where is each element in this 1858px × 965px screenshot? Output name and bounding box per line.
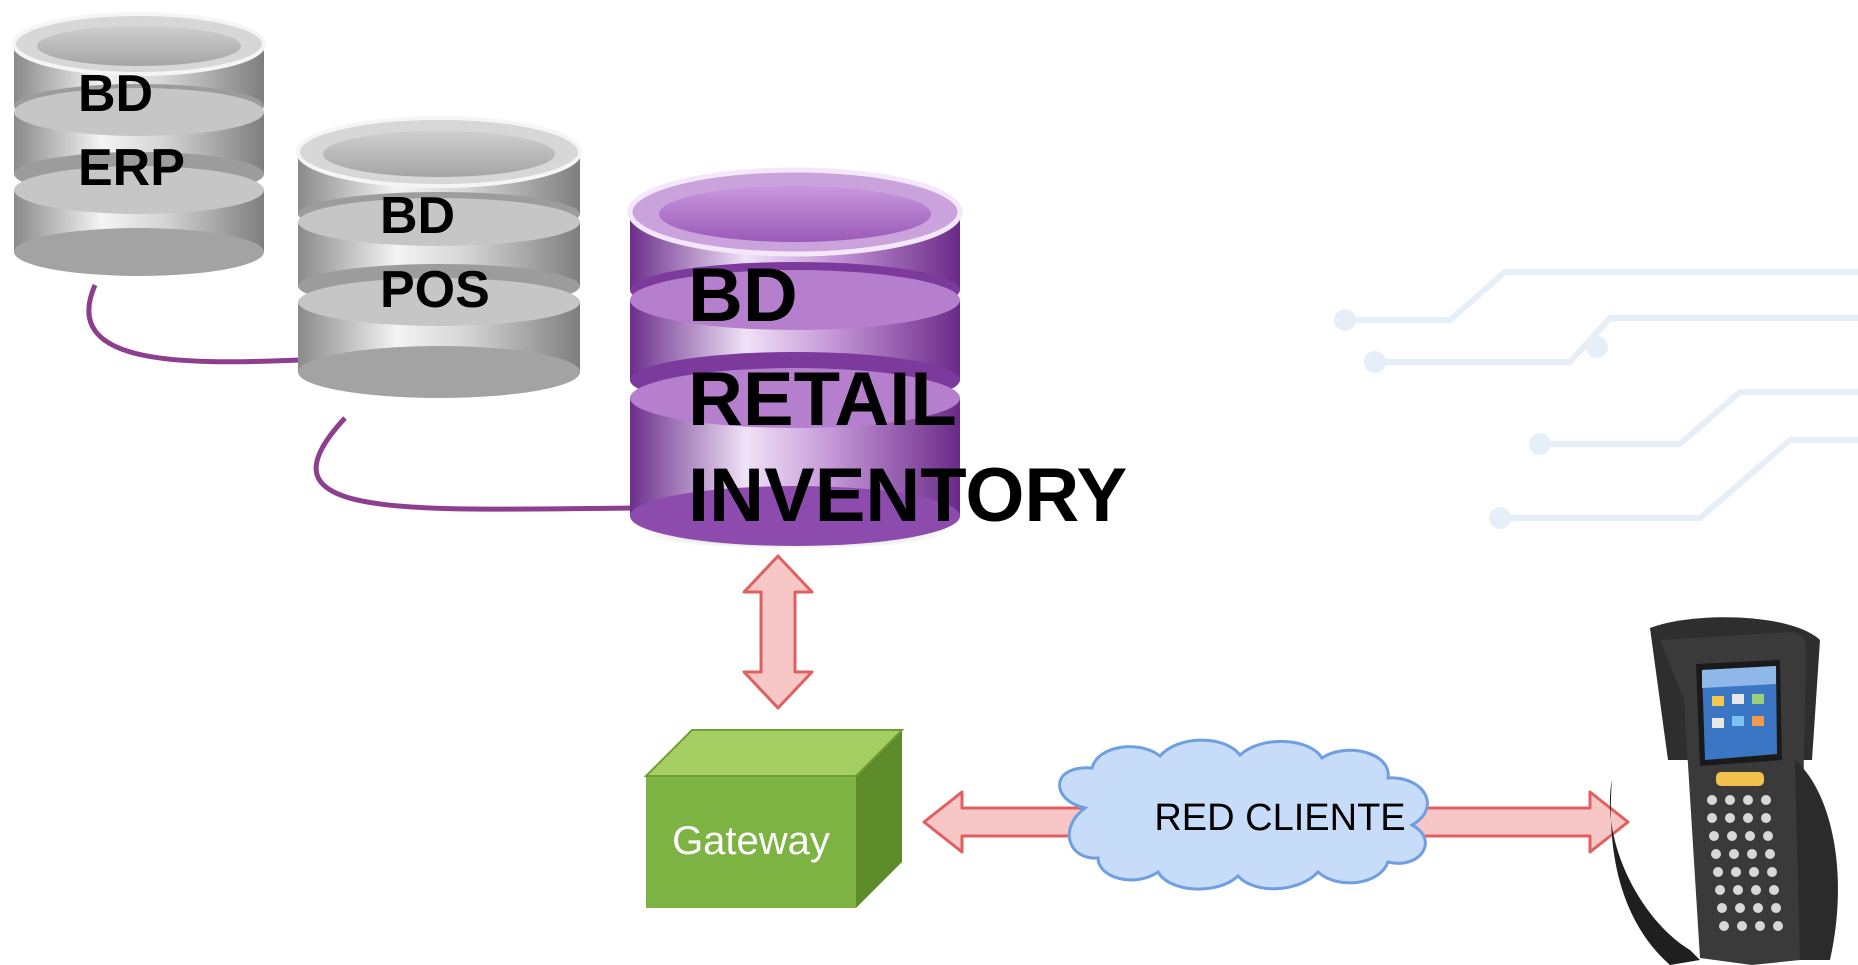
db-retail-label-line1: BD xyxy=(688,253,798,338)
circuit-decoration xyxy=(1334,269,1858,529)
db-erp-label-line2: ERP xyxy=(78,139,185,197)
db-erp-label-line1: BD xyxy=(78,65,154,123)
db-pos-label-line2: POS xyxy=(380,261,490,319)
db-pos-icon xyxy=(296,116,582,398)
db-retail-label-line3: INVENTORY xyxy=(688,453,1128,538)
db-erp-icon xyxy=(12,12,266,276)
red-cliente-cloud xyxy=(1058,738,1429,891)
cable-erp-pos xyxy=(86,284,301,365)
gateway-label: Gateway xyxy=(672,819,830,863)
handheld-rfid-scanner-icon xyxy=(1609,617,1838,965)
db-retail-inventory-icon xyxy=(627,167,963,549)
red-cliente-label: RED CLIENTE xyxy=(1154,797,1405,839)
db-pos-label-line1: BD xyxy=(380,187,456,245)
cable-pos-retail xyxy=(313,416,641,512)
db-retail-label-line2: RETAIL xyxy=(688,357,957,442)
gateway-box xyxy=(643,729,905,908)
arrow-db-gateway xyxy=(742,554,814,710)
